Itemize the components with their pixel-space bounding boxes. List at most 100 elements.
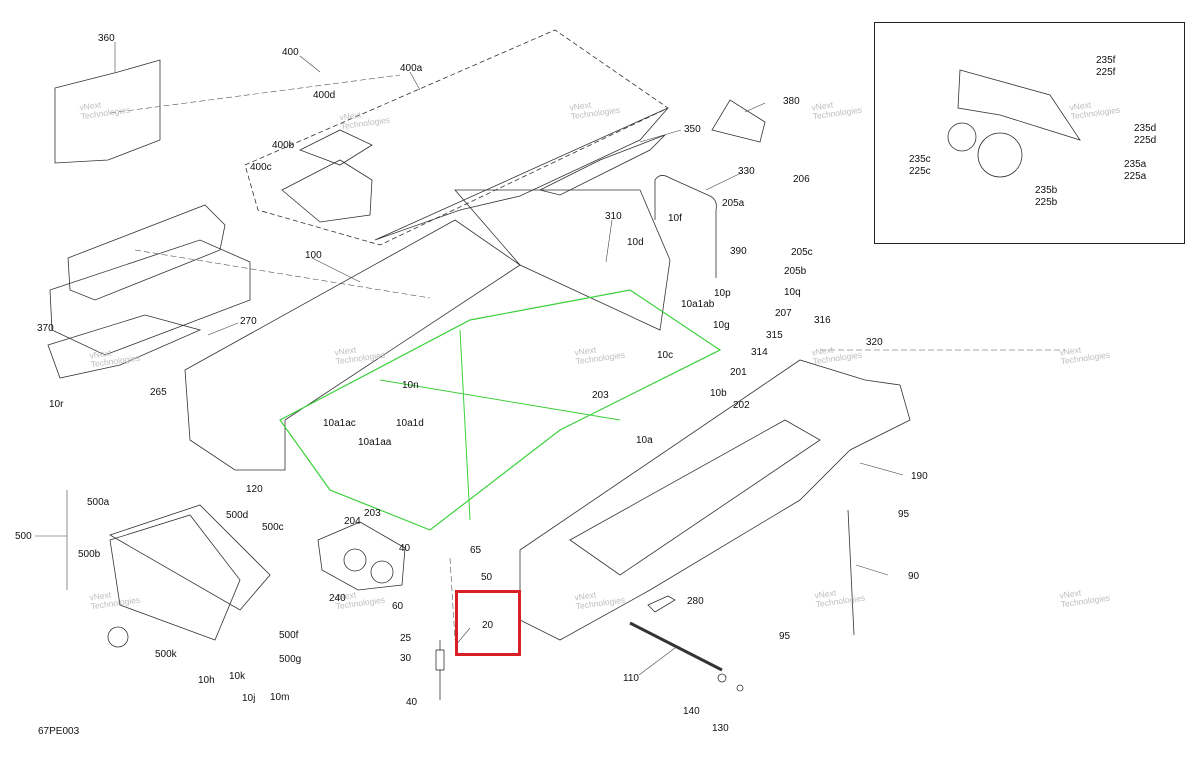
callout-10d: 10d [627,237,644,248]
callout-400b: 400b [272,140,295,151]
callout-95b: 95 [779,631,791,642]
callout-270: 270 [240,316,257,327]
callout-235a: 235a [1124,159,1147,170]
callout-205b: 205b [784,266,807,277]
part-100-frame-left [184,219,521,471]
part-280 [647,595,676,613]
callout-235d: 235d [1134,123,1157,134]
callout-10a: 10a [636,435,653,446]
callout-400a: 400a [400,63,423,74]
part-500k-cap [107,626,129,648]
callout-500d: 500d [226,510,249,521]
callout-203b: 203 [364,508,381,519]
callout-60: 60 [392,601,404,612]
callout-500c: 500c [262,522,284,533]
callout-235f: 235f [1096,55,1116,66]
callout-235c: 235c [909,154,931,165]
part-400a-plate-solid [374,107,669,241]
callout-10a1d: 10a1d [396,418,424,429]
callout-314: 314 [751,347,768,358]
callout-140: 140 [683,706,700,717]
part-204-plate [317,521,406,591]
callout-202: 202 [733,400,750,411]
callout-30: 30 [400,653,412,664]
callout-225d: 225d [1134,135,1157,146]
part-360-panel [54,59,161,164]
inset-235a-housing [957,69,1081,141]
callout-40: 40 [399,543,411,554]
callout-100: 100 [305,250,322,261]
callout-350: 350 [684,124,701,135]
part-10r-bracket [47,314,202,379]
inset-235b-lamp [977,132,1023,178]
callout-225a: 225a [1124,171,1147,182]
part-500b-tray [109,514,241,641]
callout-10r: 10r [49,399,64,410]
callout-10g: 10g [713,320,730,331]
callout-320: 320 [866,337,883,348]
callout-235b: 235b [1035,185,1058,196]
callout-10n: 10n [402,380,419,391]
callout-207: 207 [775,308,792,319]
callout-110: 110 [623,673,639,684]
callout-206: 206 [793,174,810,185]
part-370-lower [49,239,251,356]
part-400b-plate [299,129,373,166]
callout-500k: 500k [155,649,177,660]
part-500a-cover [109,504,271,611]
callout-316: 316 [814,315,831,326]
callout-240: 240 [329,593,346,604]
part-90-strut [847,509,855,636]
callout-10a1aa: 10a1aa [358,437,392,448]
part-190-right-rail [519,359,911,641]
callout-500a: 500a [87,497,110,508]
callout-10a1ac: 10a1ac [323,418,356,429]
callout-40b: 40 [406,697,418,708]
part-310-rear [454,189,671,331]
callout-400d: 400d [313,90,336,101]
callout-225f: 225f [1096,67,1116,78]
inset-235c-lens [947,122,977,152]
part-370-upper [67,204,226,301]
diagram-code: 67PE003 [38,726,80,737]
callout-400c: 400c [250,162,272,173]
callout-50: 50 [481,572,493,583]
callout-95a: 95 [898,509,910,520]
callout-205c: 205c [791,247,813,258]
callout-265: 265 [150,387,167,398]
callout-380: 380 [783,96,800,107]
detail-inset-frame [874,22,1185,244]
callout-10k: 10k [229,671,246,682]
callout-65: 65 [470,545,482,556]
callout-360: 360 [98,33,115,44]
part-110-rod [629,621,723,672]
callout-330: 330 [738,166,755,177]
callout-120: 120 [246,484,263,495]
callout-201: 201 [730,367,747,378]
callout-370: 370 [37,323,54,334]
callout-10q: 10q [784,287,801,298]
callout-204: 204 [344,516,361,527]
callout-500b: 500b [78,549,101,560]
callout-10f: 10f [668,213,682,224]
callout-400: 400 [282,47,299,58]
callout-10c: 10c [657,350,674,361]
callout-10b: 10b [710,388,727,399]
callout-390: 390 [730,246,747,257]
callout-90: 90 [908,571,920,582]
callout-130: 130 [712,723,729,734]
callout-10p: 10p [714,288,731,299]
callout-310: 310 [605,211,622,222]
part-400c-plate [281,159,373,223]
callout-10a1ab: 10a1ab [681,299,715,310]
callout-500f: 500f [279,630,299,641]
part-190-right-inner [569,419,821,576]
callout-203: 203 [592,390,609,401]
callout-20: 20 [482,620,494,631]
callout-315: 315 [766,330,783,341]
callout-205a: 205a [722,198,745,209]
highlight-box [455,590,521,656]
part-330-handle [654,175,717,278]
callout-190: 190 [911,471,928,482]
